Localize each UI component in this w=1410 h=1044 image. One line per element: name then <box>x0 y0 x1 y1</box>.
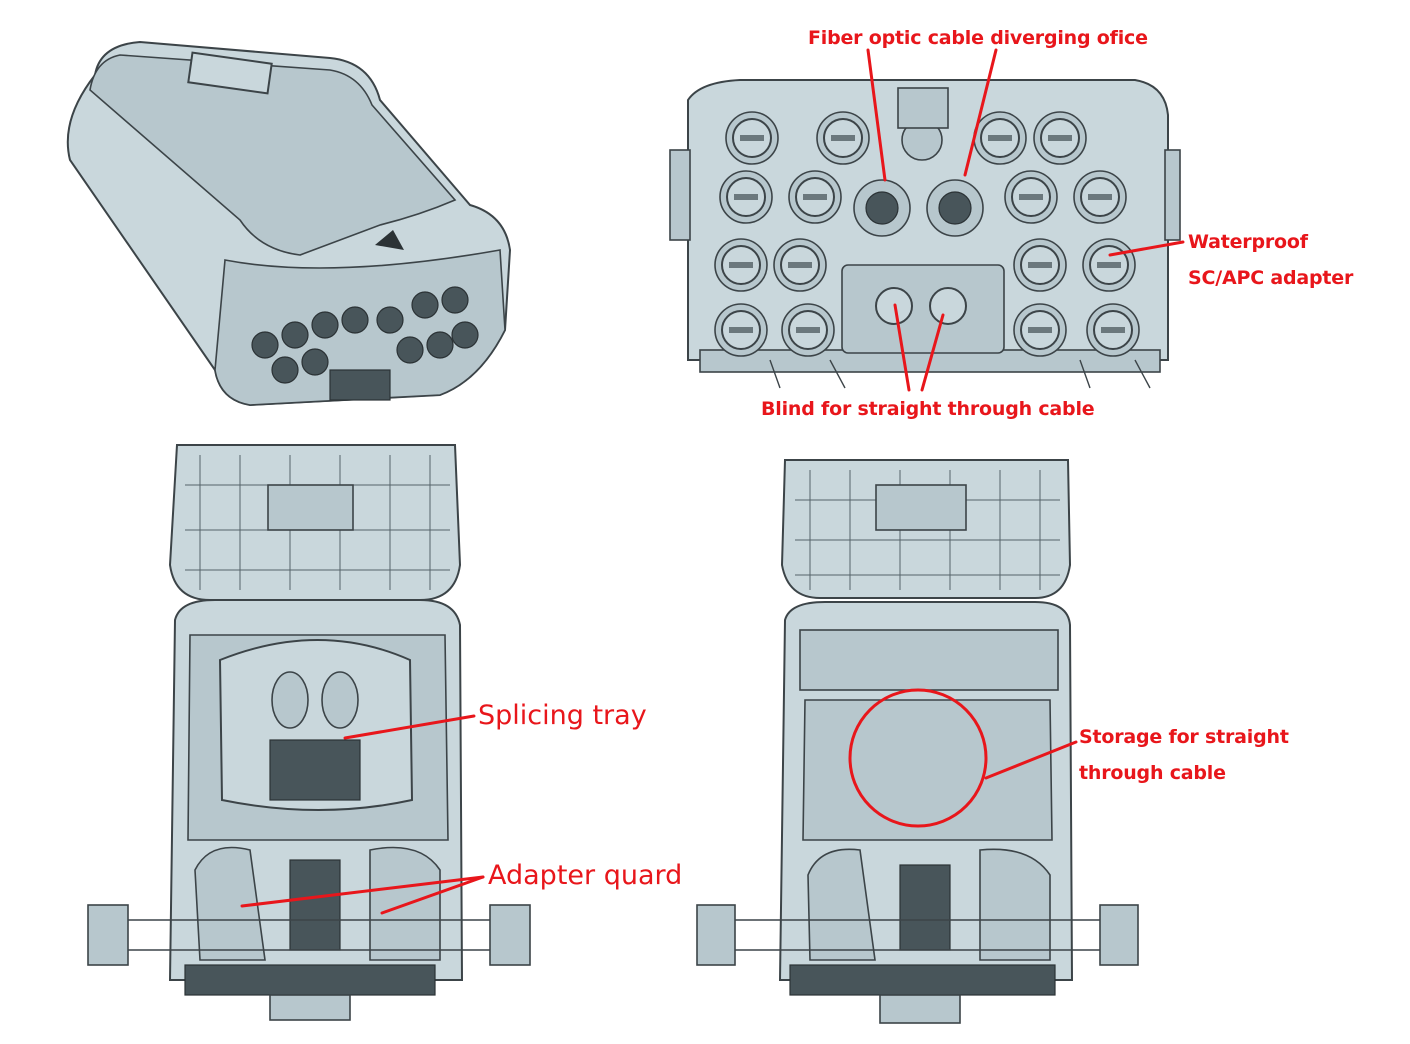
label-splicing-tray: Splicing tray <box>478 700 647 731</box>
leader-diverging-right <box>963 48 998 177</box>
label-waterproof-line2: SC/APC adapter <box>1188 267 1354 289</box>
open-box-storage-view <box>696 459 1139 1024</box>
label-waterproof-line1: Waterproof <box>1188 231 1308 253</box>
open-box-splicing-view <box>87 444 531 1021</box>
leader-diverging-left <box>866 48 887 182</box>
label-fiber-optic-diverging: Fiber optic cable diverging ofice <box>808 27 1148 49</box>
port-face-view <box>669 79 1181 389</box>
label-adapter-quard: Adapter quard <box>488 860 683 891</box>
label-storage-line1: Storage for straight <box>1079 726 1289 748</box>
leader-blind-right <box>920 313 945 392</box>
closed-box-perspective <box>66 40 512 407</box>
storage-highlight-circle <box>848 688 988 828</box>
label-blind-straight-through: Blind for straight through cable <box>761 398 1095 420</box>
leader-storage <box>984 740 1078 780</box>
annotation-leaders <box>240 48 1185 915</box>
leader-adapter-quard-left <box>240 875 485 908</box>
leader-splicing-tray <box>343 714 476 740</box>
label-storage-line2: through cable <box>1079 762 1226 784</box>
leader-blind-left <box>893 303 911 392</box>
leader-waterproof <box>1108 240 1185 257</box>
leader-adapter-quard-right <box>380 875 485 915</box>
